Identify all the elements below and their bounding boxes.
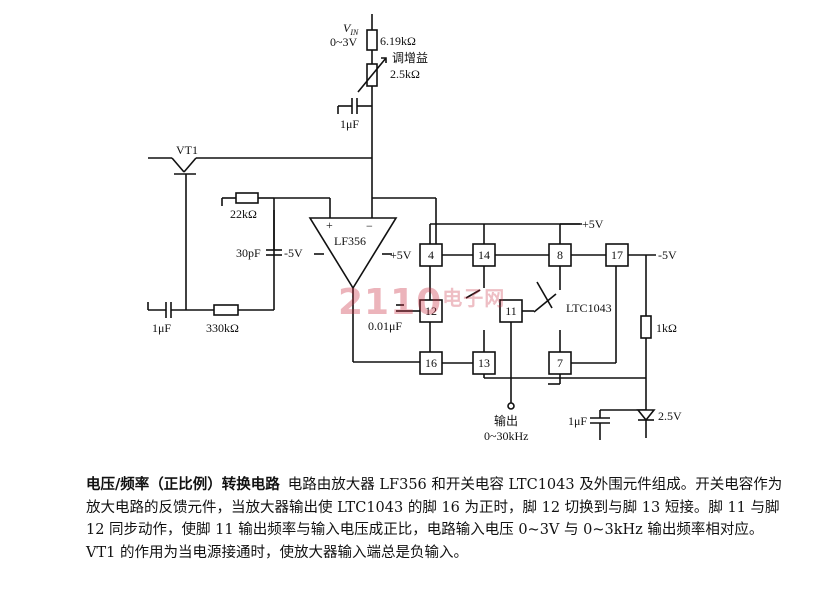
r-1k-label: 1kΩ	[656, 321, 677, 335]
component-labels: VIN 0~3V 6.19kΩ 调增益 2.5kΩ 1μF VT1 22kΩ 3…	[152, 21, 682, 443]
right-reference	[590, 315, 656, 440]
resistor-1k	[640, 315, 652, 339]
watermark: 2110电子网	[338, 282, 506, 323]
c-0-01uf-label: 0.01μF	[368, 319, 402, 333]
resistor-6k19	[366, 29, 378, 51]
pin-11: 11	[505, 304, 517, 318]
pin-17: 17	[611, 248, 623, 262]
zener-label: 2.5V	[658, 409, 682, 423]
gain-adjust-label: 调增益	[392, 51, 428, 65]
input-330k-branch	[147, 302, 274, 318]
opamp-plus-label: +	[326, 218, 333, 232]
transistor-vt1	[148, 157, 372, 310]
pin-14: 14	[478, 248, 490, 262]
ltc1043-switch-network	[419, 223, 656, 410]
output-label: 输出	[494, 413, 518, 428]
c-30pf-label: 30pF	[236, 246, 261, 260]
r-22k-label: 22kΩ	[230, 207, 257, 221]
pin-numbers: 4 14 8 17 12 11 16 13 7	[425, 248, 623, 370]
plus5v-opamp-label: +5V	[390, 248, 412, 262]
c-1uf-right-label: 1μF	[568, 414, 587, 428]
input-chain	[337, 14, 387, 198]
caption: 电压/频率（正比例）转换电路电路由放大器 LF356 和开关电容 LTC1043…	[86, 474, 786, 564]
caption-body: 电路由放大器 LF356 和开关电容 LTC1043 及外围元件组成。开关电容作…	[86, 477, 783, 561]
r-330k-label: 330kΩ	[206, 321, 239, 335]
output-range-label: 0~30kHz	[484, 429, 528, 443]
vin-label: VIN	[343, 21, 359, 37]
pin-13: 13	[478, 356, 490, 370]
capacitor-0-01uf	[396, 304, 420, 312]
c-1uf-left-label: 1μF	[152, 321, 171, 335]
output-terminal	[507, 402, 515, 410]
pin-16: 16	[425, 356, 437, 370]
plus5v-top-label: +5V	[582, 217, 604, 231]
pin-12: 12	[425, 304, 437, 318]
opamp-lf356	[274, 197, 437, 363]
opamp-label: LF356	[334, 234, 366, 248]
ic-label: LTC1043	[566, 301, 612, 315]
capacitor-30pf	[266, 210, 282, 256]
r-2k5-label: 2.5kΩ	[390, 67, 420, 81]
vt1-label: VT1	[176, 143, 198, 157]
c-1uf-top-label: 1μF	[340, 117, 359, 131]
resistor-330k	[213, 304, 239, 316]
minus5v-right-label: -5V	[658, 248, 677, 262]
pin-8: 8	[557, 248, 563, 262]
r-6k19-label: 6.19kΩ	[380, 34, 416, 48]
opamp-minus-label: −	[366, 219, 373, 233]
pin-7: 7	[557, 356, 563, 370]
zener-diode	[636, 409, 656, 422]
pin-4: 4	[428, 248, 434, 262]
caption-title: 电压/频率（正比例）转换电路	[86, 476, 280, 493]
vin-range-label: 0~3V	[330, 35, 357, 49]
circuit-diagram: VIN 0~3V 6.19kΩ 调增益 2.5kΩ 1μF VT1 22kΩ 3…	[147, 14, 682, 443]
minus5v-opamp-label: -5V	[284, 246, 303, 260]
